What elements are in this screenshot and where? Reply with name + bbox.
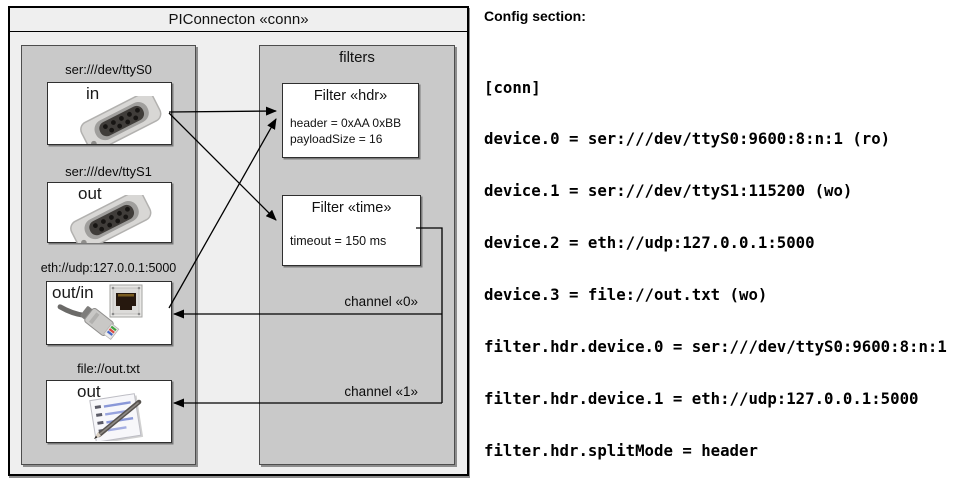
config-line: filter.hdr.splitMode = header <box>484 440 758 460</box>
filter-time-title: Filter «time» <box>311 200 392 216</box>
filter-hdr-title: Filter «hdr» <box>313 88 388 104</box>
filters-panel: filters Filter «hdr» header = 0xAA 0xBB … <box>259 45 455 465</box>
config-line: device.3 = file://out.txt (wo) <box>484 285 768 305</box>
ethernet-connector-icon <box>57 284 143 340</box>
config-line: filter.hdr.device.0 = ser:///dev/ttyS0:9… <box>484 337 947 357</box>
serial-connector-icon <box>70 195 152 243</box>
filters-panel-title: filters <box>339 49 375 66</box>
config-line: device.2 = eth://udp:127.0.0.1:5000 <box>484 233 815 253</box>
filter-hdr-box: Filter «hdr» header = 0xAA 0xBB payloadS… <box>282 83 419 158</box>
device-uri-label-ttys0: ser:///dev/ttyS0 <box>65 62 152 77</box>
config-line: device.0 = ser:///dev/ttyS0:9600:8:n:1 (… <box>484 129 891 149</box>
diagram-title: PIConnecton «conn» <box>10 8 467 32</box>
notepad-icon <box>89 393 144 441</box>
filter-hdr-payload-param: payloadSize = 16 <box>290 132 383 146</box>
device-mode-label: out <box>77 382 101 401</box>
device-box-ttys1: out <box>47 182 172 243</box>
devices-panel: ser:///dev/ttyS0 in ser:///dev/ttyS1 o <box>21 45 196 465</box>
channel-0-label: channel «0» <box>344 294 418 309</box>
connection-diagram: PIConnecton «conn» ser:///dev/ttyS0 in <box>8 6 469 476</box>
device-uri-label-file: file://out.txt <box>77 361 140 376</box>
device-mode-label: out/in <box>52 283 94 302</box>
filter-hdr-header-param: header = 0xAA 0xBB <box>290 116 402 130</box>
config-section-heading: Config section: <box>484 8 586 24</box>
device-mode-label: out <box>78 184 102 203</box>
serial-connector-icon <box>80 96 162 144</box>
config-section-body: [conn] device.0 = ser:///dev/ttyS0:9600:… <box>484 44 956 484</box>
device-box-file: out <box>46 380 172 443</box>
device-box-eth: out/in <box>46 281 172 345</box>
device-mode-label: in <box>86 84 100 103</box>
device-uri-label-ttys1: ser:///dev/ttyS1 <box>65 164 152 179</box>
config-line: device.1 = ser:///dev/ttyS1:115200 (wo) <box>484 181 853 201</box>
config-line: [conn] <box>484 77 541 97</box>
config-line: filter.hdr.device.1 = eth://udp:127.0.0.… <box>484 388 919 408</box>
device-box-ttys0: in <box>47 82 172 145</box>
channel-1-label: channel «1» <box>344 384 418 399</box>
filter-time-timeout-param: timeout = 150 ms <box>290 234 387 248</box>
filter-time-box: Filter «time» timeout = 150 ms <box>282 195 421 266</box>
device-uri-label-eth: eth://udp:127.0.0.1:5000 <box>40 261 177 275</box>
